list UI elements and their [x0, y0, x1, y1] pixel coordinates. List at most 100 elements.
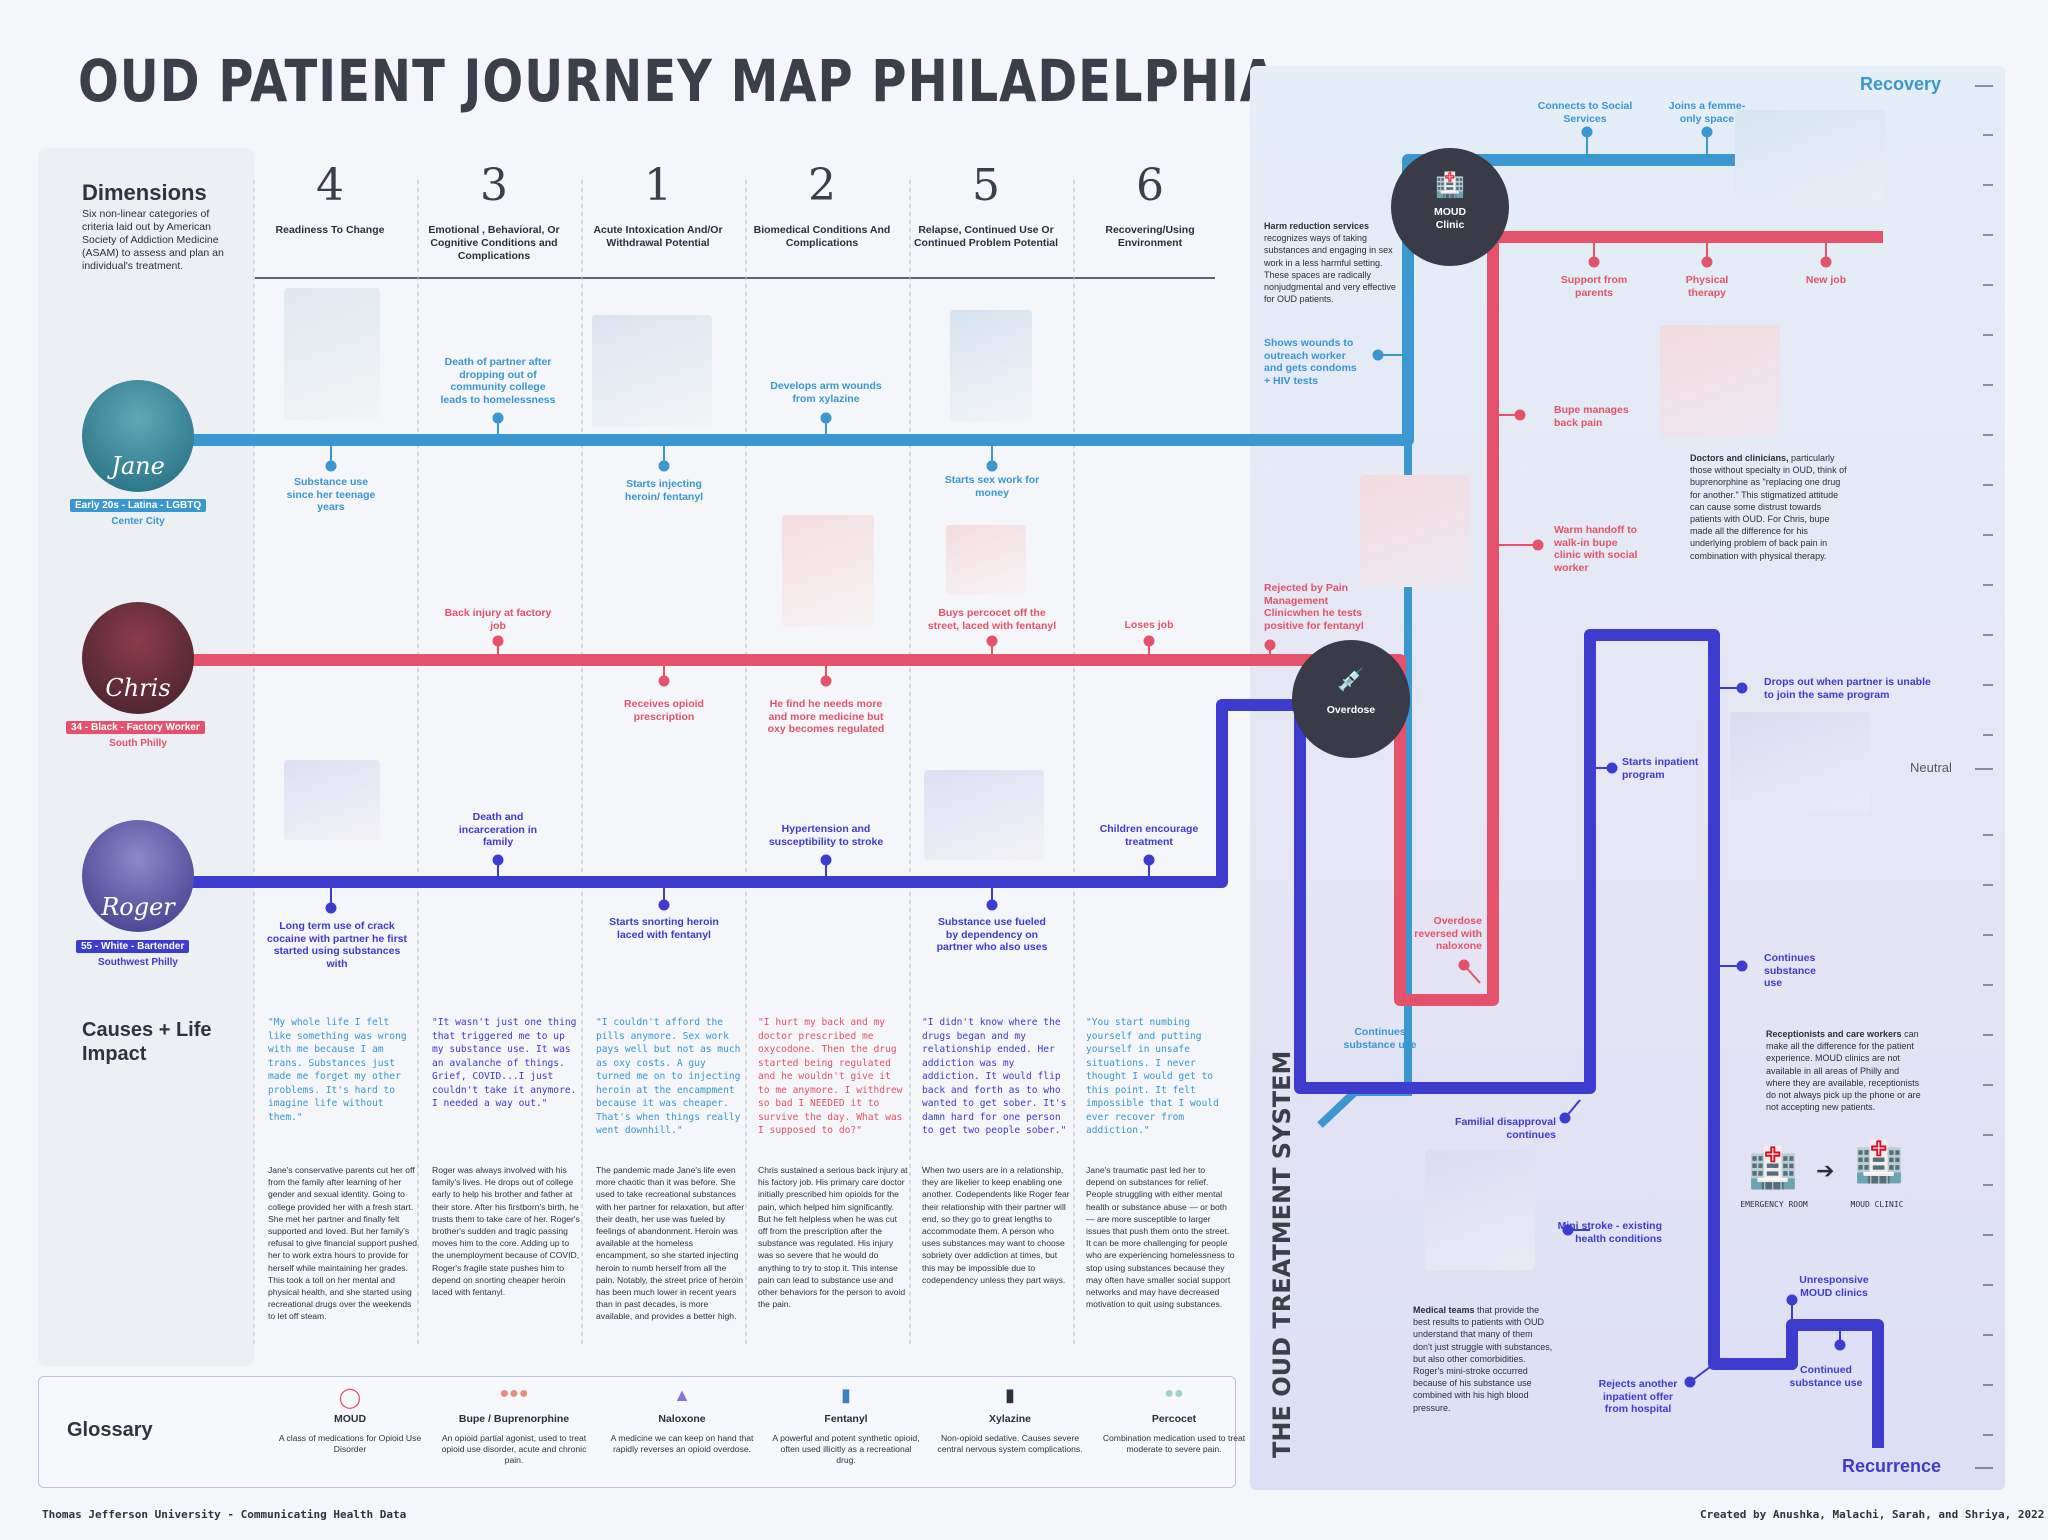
roger-event-dots [325, 682, 1846, 1388]
harm-reduction-note-text: recognizes ways of taking substances and… [1264, 233, 1396, 305]
glossary-item-fentanyl: ▮ Fentanyl A powerful and potent synthet… [771, 1385, 921, 1466]
jane-location: Center City [111, 516, 165, 527]
jane-event-1: Substance use since her teenage years [286, 476, 376, 513]
doctors-note: Doctors and clinicians, particularly tho… [1690, 452, 1850, 562]
quote-4: "I hurt my back and my doctor prescribed… [758, 1017, 903, 1136]
glossary-item-percocet: ●● Percocet Combination medication used … [1099, 1385, 1249, 1455]
nasal-spray-icon: ▲ [673, 1385, 691, 1405]
navy-event-continues-use: Continues substance use [1764, 952, 1816, 989]
overdose-hub: 💉 Overdose [1292, 640, 1410, 758]
glossary-item-bupe: ●●● Bupe / Buprenorphine An opioid parti… [439, 1385, 589, 1466]
roger-event-5: Substance use fueled by dependency on pa… [936, 916, 1048, 953]
column-label-2: Emotional , Behavioral, Or Cognitive Con… [428, 224, 560, 262]
column-number-2: 3 [480, 160, 508, 211]
glossary-term: Naloxone [658, 1413, 706, 1425]
story-5: When two users are in a relationship, th… [922, 1165, 1070, 1285]
chris-tag: 34 - Black - Factory Worker [66, 721, 205, 734]
column-number-4: 2 [808, 160, 836, 211]
glossary-item-moud: ◯ MOUD A class of medications for Opioid… [275, 1385, 425, 1455]
glossary-term: MOUD [333, 1413, 367, 1425]
navy-event-mini-stroke: Mini stroke - existing health conditions [1557, 1220, 1662, 1245]
axis-ticks [1975, 85, 1993, 1469]
blue-event-social-services: Connects to Social Services [1537, 100, 1633, 125]
chris-location: South Philly [109, 738, 167, 749]
pills-icon: ●●● [499, 1385, 529, 1402]
glossary-panel: Glossary ◯ MOUD A class of medications f… [38, 1376, 1245, 1488]
column-number-1: 4 [316, 160, 344, 211]
roger-tag: 55 - White - Bartender [76, 940, 190, 953]
glossary-term: Bupe / Buprenorphine [458, 1413, 570, 1425]
medical-teams-note-bold: Medical teams [1413, 1305, 1475, 1315]
roger-event-2: Death and incarceration in family [458, 811, 538, 848]
hugging-illustration [284, 288, 380, 420]
cup-icon: ◯ [338, 1387, 362, 1409]
story-3: The pandemic made Jane's life even more … [596, 1165, 745, 1322]
footer-credits: Created by Anushka, Malachi, Sarah, and … [1700, 1508, 2045, 1521]
story-6: Jane's traumatic past led her to depend … [1086, 1165, 1235, 1310]
syringe-icon: 💉 [1337, 667, 1365, 692]
overdose-label: Overdose [1326, 704, 1376, 716]
jane-event-dots [325, 126, 1713, 472]
jane-name: Jane [111, 452, 165, 480]
spilled-pills-illustration [946, 525, 1026, 595]
jane-event-4: Develops arm wounds from xylazine [770, 380, 882, 405]
blue-event-femme-space: Joins a femme-only space [1668, 100, 1746, 125]
drug-bag-illustration [592, 315, 712, 427]
roger-location: Southwest Philly [97, 957, 178, 968]
red-event-new-job: New job [1805, 274, 1847, 286]
column-number-6: 6 [1136, 160, 1164, 211]
red-event-overdose-reversed: Overdose reversed with naloxone [1414, 915, 1482, 952]
navy-event-continued-use: Continued substance use [1789, 1364, 1863, 1389]
jane-event-2: Death of partner after dropping out of c… [440, 356, 556, 406]
chris-event-dots [492, 237, 1832, 984]
column-label-1: Readiness To Change [275, 224, 385, 236]
tablet-icon: ●● [1164, 1385, 1184, 1402]
column-label-5: Relapse, Continued Use Or Continued Prob… [913, 224, 1059, 249]
glossary-desc: Combination medication used to treat mod… [1102, 1433, 1246, 1454]
column-label-4: Biomedical Conditions And Complications [753, 224, 891, 249]
recurrence-label: Recurrence [1842, 1456, 1942, 1476]
quote-2: "It wasn't just one thing that triggered… [432, 1017, 577, 1109]
inpatient-illustration [1730, 712, 1870, 812]
jane-avatar [82, 380, 194, 492]
roger-event-4: Hypertension and susceptibility to strok… [768, 823, 884, 848]
dimensions-panel [38, 148, 254, 1366]
glossary-heading: Glossary [67, 1419, 153, 1441]
vial-icon: ▮ [1005, 1385, 1015, 1405]
page-title: OUD PATIENT JOURNEY MAP PHILADELPHIA [78, 48, 1278, 116]
column-dividers [253, 180, 1075, 1345]
navy-event-drops-out: Drops out when partner is unable to join… [1764, 676, 1931, 701]
roger-event-6: Children encourage treatment [1099, 823, 1199, 848]
red-event-support-parents: Support from parents [1560, 274, 1628, 299]
glossary-desc: A class of medications for Opioid Use Di… [278, 1433, 422, 1454]
recovery-label: Recovery [1860, 74, 1942, 94]
harm-reduction-note-bold: Harm reduction services [1264, 221, 1370, 231]
chris-event-4: Buys percocet off the street, laced with… [927, 607, 1057, 632]
clinic-icon: 🏥 [1854, 1140, 1904, 1184]
glossary-desc: Non-opioid sedative. Causes severe centr… [937, 1433, 1083, 1454]
footer-institution: Thomas Jefferson University - Communicat… [42, 1508, 407, 1521]
causes-heading: Causes + Life Impact [82, 1019, 212, 1065]
red-event-bupe-back-pain: Bupe manages back pain [1554, 404, 1629, 429]
red-event-physical-therapy: Physical therapy [1685, 274, 1729, 299]
neutral-label: Neutral [1910, 760, 1952, 775]
roger-event-1: Long term use of crack cocaine with part… [266, 920, 408, 970]
column-number-3: 1 [644, 160, 672, 211]
navy-event-unresponsive-clinics: Unresponsive MOUD clinics [1799, 1274, 1869, 1299]
jane-event-5: Starts sex work for money [944, 474, 1040, 499]
chris-event-2: Receives opioid prescription [624, 698, 704, 723]
clinic-label: MOUD CLINIC [1850, 1200, 1904, 1209]
roger-event-3: Starts snorting heroin laced with fentan… [609, 916, 719, 941]
chris-line [175, 231, 1883, 1006]
glossary-item-naloxone: ▲ Naloxone A medicine we can keep on han… [607, 1385, 757, 1455]
distressed-person-illustration [782, 515, 874, 627]
moud-clinic-hub: 🏥 MOUD Clinic [1391, 148, 1509, 266]
sitting-person-illustration [950, 310, 1032, 422]
hand-bag-illustration [284, 760, 380, 840]
quote-6: "You start numbing yourself and putting … [1086, 1017, 1219, 1136]
receptionists-note-bold: Receptionists and care workers [1766, 1029, 1902, 1039]
red-event-warm-handoff: Warm handoff to walk-in bupe clinic with… [1554, 524, 1638, 574]
receptionists-note: Receptionists and care workers can make … [1766, 1028, 1926, 1113]
chris-event-1: Back injury at factory job [444, 607, 552, 632]
